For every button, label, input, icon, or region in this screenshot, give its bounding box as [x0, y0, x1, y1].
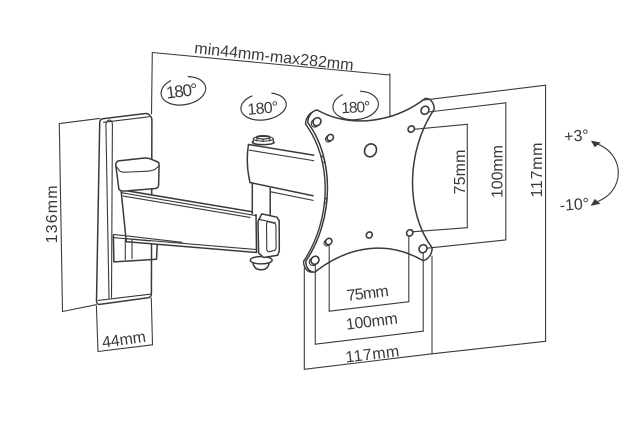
svg-text:75mm: 75mm — [452, 150, 469, 195]
svg-text:75mm: 75mm — [346, 283, 390, 305]
svg-text:180°: 180° — [165, 80, 199, 103]
svg-text:117mm: 117mm — [345, 343, 401, 366]
svg-text:-10°: -10° — [559, 196, 590, 215]
svg-text:136mm: 136mm — [44, 185, 61, 243]
svg-text:180°: 180° — [341, 99, 371, 117]
svg-text:44mm: 44mm — [101, 329, 147, 352]
svg-text:100mm: 100mm — [345, 311, 399, 334]
svg-text:180°: 180° — [247, 99, 279, 119]
svg-text:117mm: 117mm — [529, 143, 546, 198]
svg-text:100mm: 100mm — [490, 145, 507, 198]
svg-text:+3°: +3° — [564, 127, 590, 146]
